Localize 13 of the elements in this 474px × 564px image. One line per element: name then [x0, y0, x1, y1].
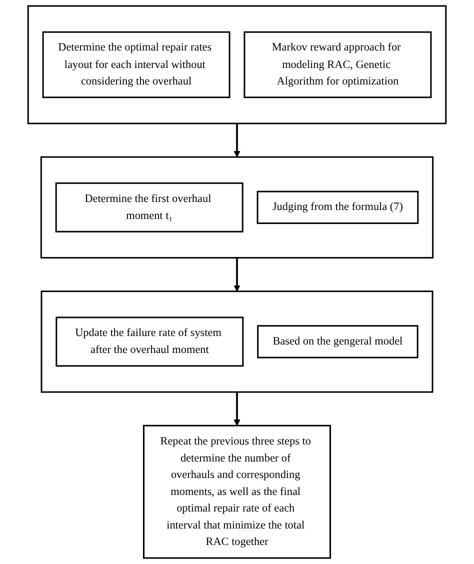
node-box: Determine the first overhaul moment t₁	[55, 182, 244, 232]
cluster	[40, 156, 434, 258]
arrow	[234, 258, 240, 292]
node-box: Based on the gengeral model	[257, 325, 418, 358]
node-box: Judging from the formula (7)	[256, 190, 419, 224]
node-box: Markov reward approach for modeling RAC, Genetic Algorithm for optimization	[244, 31, 432, 98]
node-box: Repeat the previous three steps to determine the number of overhauls and corresponding moments, as well as the final optimal repair rate of each interval that minimize the total RAC together	[143, 424, 331, 559]
arrow	[234, 392, 240, 426]
node-box: Determine the optimal repair rates layout for each interval without considering the overhaul	[42, 31, 230, 98]
cluster	[27, 5, 447, 124]
cluster	[40, 290, 434, 393]
node-box: Update the failure rate of system after the overhaul moment	[56, 316, 244, 367]
arrow	[234, 123, 240, 158]
